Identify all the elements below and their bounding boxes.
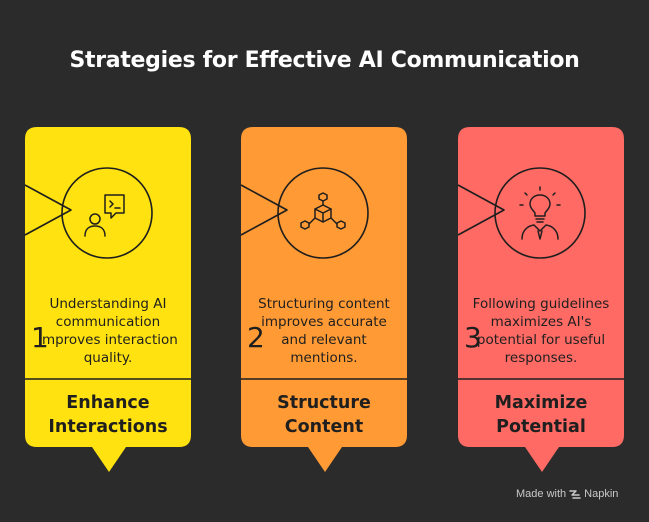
card-label: Maximize Potential xyxy=(494,393,588,437)
card-shape xyxy=(240,127,407,472)
card-label: Structure Content xyxy=(277,393,371,437)
card-shape xyxy=(24,127,191,472)
card-shape xyxy=(457,127,624,472)
card-structure-content: 2 Structuring content improves accurate … xyxy=(240,127,407,472)
card-description: Structuring content improves accurate an… xyxy=(258,296,390,366)
made-with-text: Made with xyxy=(516,488,567,500)
card-description: Following guidelines maximizes AI's pote… xyxy=(472,296,610,366)
card-label: Enhance Interactions xyxy=(48,393,168,437)
card-enhance-interactions: 1 Understanding AI communication improve… xyxy=(24,127,191,472)
card-description: Understanding AI communication improves … xyxy=(38,296,178,366)
napkin-logo-icon xyxy=(569,490,581,499)
step-number: 1 xyxy=(31,321,49,354)
page-title: Strategies for Effective AI Communicatio… xyxy=(69,48,580,73)
idea-person-icon xyxy=(519,186,561,240)
person-chat-icon xyxy=(84,194,125,237)
cube-network-icon xyxy=(300,192,346,230)
napkin-brand-name: Napkin xyxy=(584,488,619,500)
step-number: 3 xyxy=(464,321,482,354)
step-number: 2 xyxy=(247,321,265,354)
made-with-napkin[interactable]: Made with Napkin xyxy=(516,488,618,500)
card-maximize-potential: 3 Following guidelines maximizes AI's po… xyxy=(457,127,624,472)
